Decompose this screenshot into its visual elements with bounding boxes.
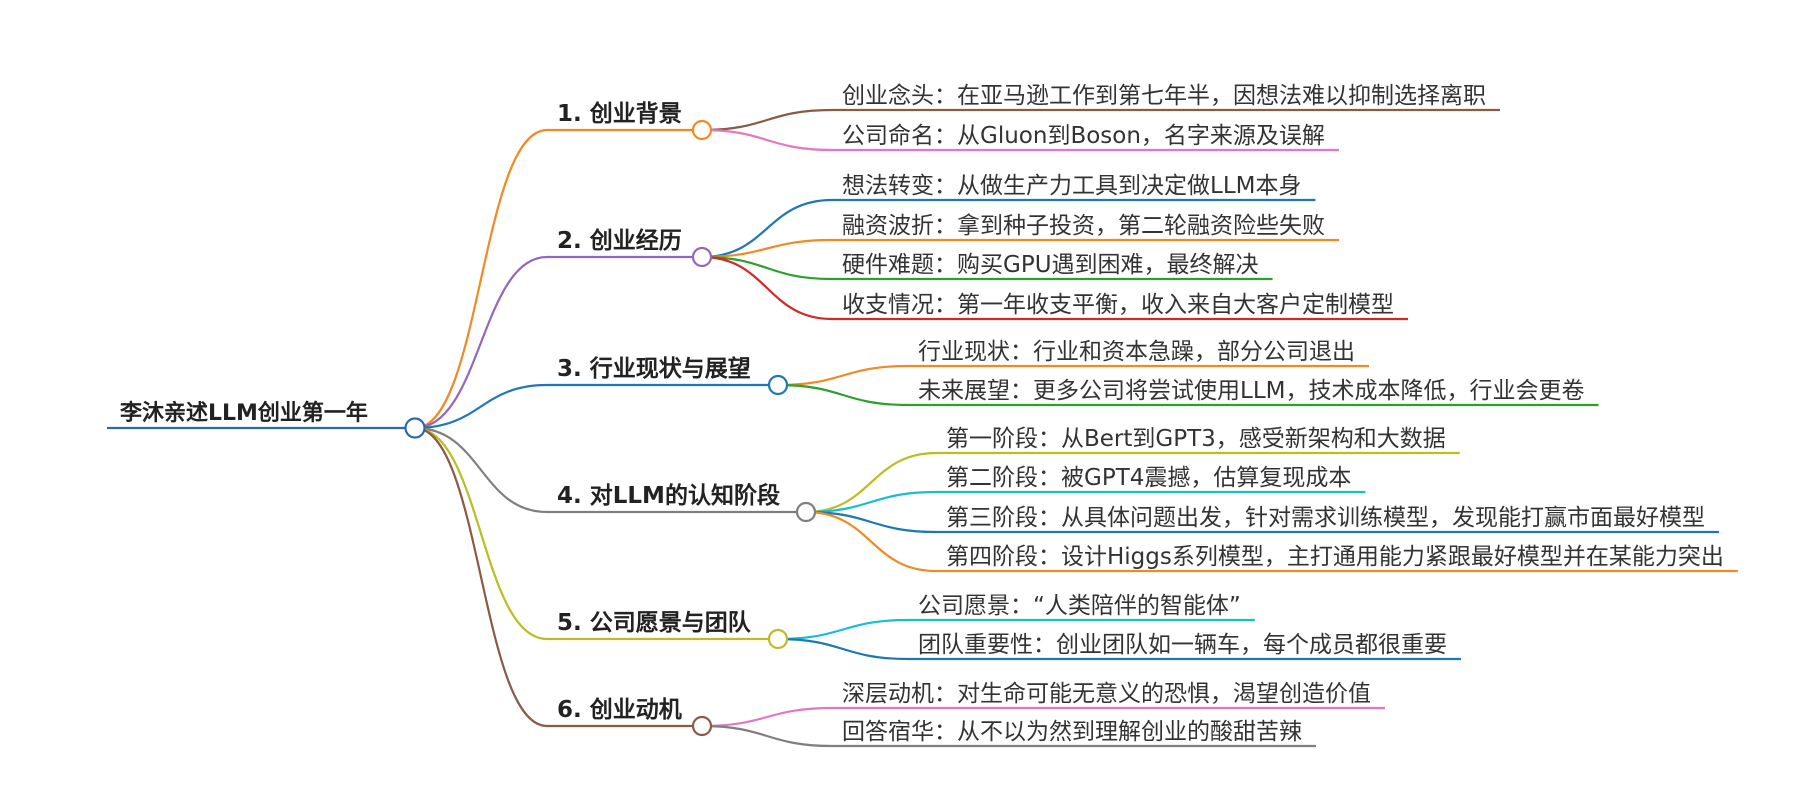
edge-branch-leaf-3-2 [777, 383, 909, 407]
leaf-topic-2-4[interactable]: 收支情况：第一年收支平衡，收入来自大客户定制模型 [842, 292, 1394, 318]
leaf-topic-4-1[interactable]: 第一阶段：从Bert到GPT3，感受新架构和大数据 [946, 426, 1446, 452]
edge-branch-leaf-4-4 [805, 510, 937, 573]
leaf-topic-4-2[interactable]: 第二阶段：被GPT4震撼，估算复现成本 [946, 465, 1351, 491]
edge-root-branch-2 [414, 255, 548, 430]
leaf-topic-6-1[interactable]: 深层动机：对生命可能无意义的恐惧，渴望创造价值 [842, 681, 1371, 707]
leaf-topic-2-2[interactable]: 融资波折：拿到种子投资，第二轮融资险些失败 [842, 212, 1325, 239]
edge-root-branch-1 [414, 128, 548, 430]
leaf-topic-2-3[interactable]: 硬件难题：购买GPU遇到困难，最终解决 [842, 252, 1259, 278]
edge-branch-leaf-6-1 [701, 706, 833, 728]
leaf-topic-3-1[interactable]: 行业现状：行业和资本急躁，部分公司退出 [918, 339, 1355, 365]
leaf-topic-4-4[interactable]: 第四阶段：设计Higgs系列模型，主打通用能力紧跟最好模型并在某能力突出 [946, 544, 1724, 570]
branch-topic-6[interactable]: 6. 创业动机 [557, 697, 682, 723]
edge-branch-leaf-3-1 [777, 364, 909, 387]
leaf-topic-3-2[interactable]: 未来展望：更多公司将尝试使用LLM，技术成本降低，行业会更卷 [918, 378, 1584, 404]
edge-branch-leaf-2-4 [701, 255, 833, 321]
edge-branch-leaf-6-2 [701, 724, 833, 748]
branch-collapse-toggle-2[interactable] [691, 246, 713, 268]
edge-branch-leaf-4-1 [805, 451, 937, 514]
branch-topic-5[interactable]: 5. 公司愿景与团队 [557, 610, 752, 636]
branch-collapse-toggle-3[interactable] [767, 374, 789, 396]
edge-branch-leaf-1-1 [701, 108, 833, 132]
edge-branch-leaf-2-3 [701, 255, 833, 281]
branch-topic-3[interactable]: 3. 行业现状与展望 [557, 355, 751, 382]
leaf-topic-2-1[interactable]: 想法转变：从做生产力工具到决定做LLM本身 [842, 173, 1301, 199]
edge-root-branch-4 [414, 426, 548, 514]
edge-branch-leaf-4-3 [805, 510, 937, 534]
branch-collapse-toggle-1[interactable] [691, 119, 713, 141]
edge-root-branch-3 [414, 383, 548, 430]
root-topic[interactable]: 李沐亲述LLM创业第一年 [119, 400, 368, 426]
edge-root-branch-5 [414, 426, 548, 641]
leaf-topic-4-3[interactable]: 第三阶段：从具体问题出发，针对需求训练模型，发现能打赢市面最好模型 [946, 505, 1705, 531]
edge-root-branch-6 [414, 426, 548, 728]
edge-branch-leaf-5-1 [777, 618, 909, 641]
branch-collapse-toggle-5[interactable] [767, 628, 789, 650]
branch-topic-1[interactable]: 1. 创业背景 [557, 101, 682, 127]
leaf-topic-5-2[interactable]: 团队重要性：创业团队如一辆车，每个成员都很重要 [918, 632, 1447, 658]
edge-branch-leaf-2-2 [701, 238, 833, 259]
nodes-layer: 李沐亲述LLM创业第一年 1. 创业背景 创业念头：在亚马逊工作到第七年半，因想法难… [107, 83, 1738, 748]
edges-layer [414, 108, 937, 748]
branch-collapse-toggle-6[interactable] [691, 715, 713, 737]
edge-branch-leaf-4-2 [805, 490, 937, 514]
branch-topic-4[interactable]: 4. 对LLM的认知阶段 [557, 482, 780, 509]
leaf-topic-1-2[interactable]: 公司命名：从Gluon到Boson，名字来源及误解 [842, 123, 1325, 149]
leaf-topic-6-2[interactable]: 回答宿华：从不以为然到理解创业的酸甜苦辣 [842, 719, 1302, 745]
branch-topic-2[interactable]: 2. 创业经历 [557, 227, 682, 254]
root-collapse-toggle[interactable] [404, 417, 426, 439]
branch-collapse-toggle-4[interactable] [795, 501, 817, 523]
leaf-topic-1-1[interactable]: 创业念头：在亚马逊工作到第七年半，因想法难以抑制选择离职 [842, 83, 1486, 109]
leaf-topic-5-1[interactable]: 公司愿景：“人类陪伴的智能体” [918, 593, 1241, 619]
edge-branch-leaf-1-2 [701, 128, 833, 152]
edge-branch-leaf-2-1 [701, 198, 833, 259]
edge-branch-leaf-5-2 [777, 637, 909, 661]
